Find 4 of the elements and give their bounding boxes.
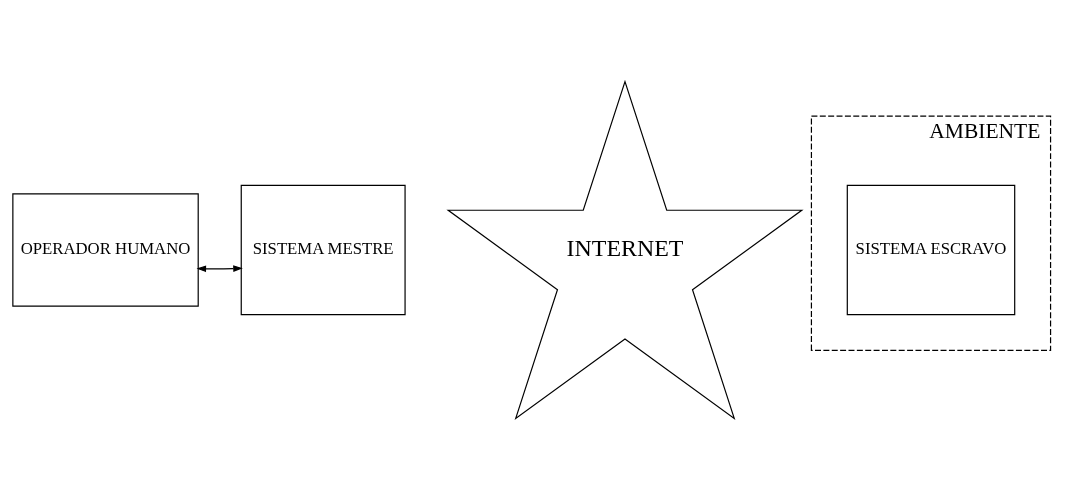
arrow xyxy=(196,265,243,273)
node-box: SISTEMA MESTRE xyxy=(240,184,406,316)
node-box: OPERADOR HUMANO xyxy=(12,193,199,307)
node-box: SISTEMA ESCRAVO xyxy=(846,184,1016,316)
